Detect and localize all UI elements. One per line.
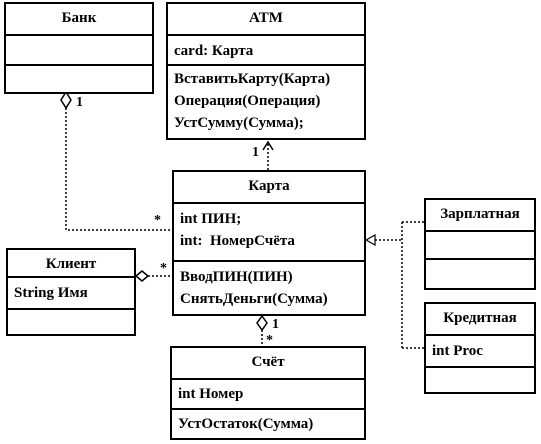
credit-card-class[interactable]: Кредитная int Proc: [424, 302, 536, 394]
card-bank-multiplicity: *: [154, 213, 161, 228]
client-card-multiplicity: *: [160, 261, 167, 276]
bank-aggregation-diamond: [60, 90, 72, 110]
card-attributes: int ПИН; int: НомерСчёта: [174, 204, 364, 262]
atm-class-name: ATM: [168, 4, 364, 36]
card-attr-pin: int ПИН;: [180, 211, 242, 227]
atm-operations: ВставитьКарту(Карта) Операция(Операция) …: [168, 66, 364, 134]
bank-operations: [6, 66, 152, 92]
bank-multiplicity: 1: [76, 95, 83, 110]
atm-class[interactable]: ATM card: Карта ВставитьКарту(Карта) Опе…: [166, 2, 366, 140]
salary-class-name: Зарплатная: [426, 200, 534, 232]
atm-op-insert-card: ВставитьКарту(Карта): [174, 71, 331, 87]
card-account-multiplicity: 1: [272, 317, 279, 332]
card-operations: ВводПИН(ПИН) СнятьДеньги(Сумма): [174, 262, 364, 310]
salary-attributes: [426, 232, 534, 260]
bank-card-aggregation: [65, 108, 172, 231]
client-aggregation-diamond: [134, 270, 150, 282]
card-op-withdraw: СнятьДеньги(Сумма): [180, 291, 328, 307]
client-attr-name: String Имя: [14, 285, 88, 301]
atm-arrowhead: [262, 140, 274, 151]
card-class[interactable]: Карта int ПИН; int: НомерСчёта ВводПИН(П…: [172, 170, 366, 316]
credit-attr-proc: int Proc: [432, 343, 483, 359]
account-attr-number: int Номер: [178, 386, 244, 402]
atm-multiplicity: 1: [252, 145, 259, 160]
atm-attr-card: card: Карта: [174, 43, 254, 59]
generalization-triangle: [364, 233, 376, 247]
client-class-name: Клиент: [8, 250, 134, 278]
card-aggregation-diamond: [256, 314, 268, 332]
atm-op-operation: Операция(Операция): [174, 93, 321, 109]
card-attr-account-number: int: НомерСчёта: [180, 233, 295, 249]
credit-attributes: int Proc: [426, 336, 534, 368]
client-attributes: String Имя: [8, 278, 134, 310]
account-operations: УстОстаток(Сумма): [172, 410, 364, 435]
card-class-name: Карта: [174, 172, 364, 204]
account-attributes: int Номер: [172, 380, 364, 410]
atm-op-set-sum: УстСумму(Сумма);: [174, 115, 304, 131]
salary-card-class[interactable]: Зарплатная: [424, 198, 536, 290]
account-multiplicity: *: [266, 333, 273, 348]
card-op-enter-pin: ВводПИН(ПИН): [180, 269, 293, 285]
bank-class[interactable]: Банк: [4, 2, 154, 94]
account-class[interactable]: Счёт int Номер УстОстаток(Сумма): [170, 346, 366, 440]
account-class-name: Счёт: [172, 348, 364, 380]
account-op-set-balance: УстОстаток(Сумма): [178, 416, 314, 432]
atm-attributes: card: Карта: [168, 36, 364, 66]
bank-attributes: [6, 36, 152, 66]
bank-class-name: Банк: [6, 4, 152, 36]
credit-class-name: Кредитная: [426, 304, 534, 336]
client-class[interactable]: Клиент String Имя: [6, 248, 136, 336]
